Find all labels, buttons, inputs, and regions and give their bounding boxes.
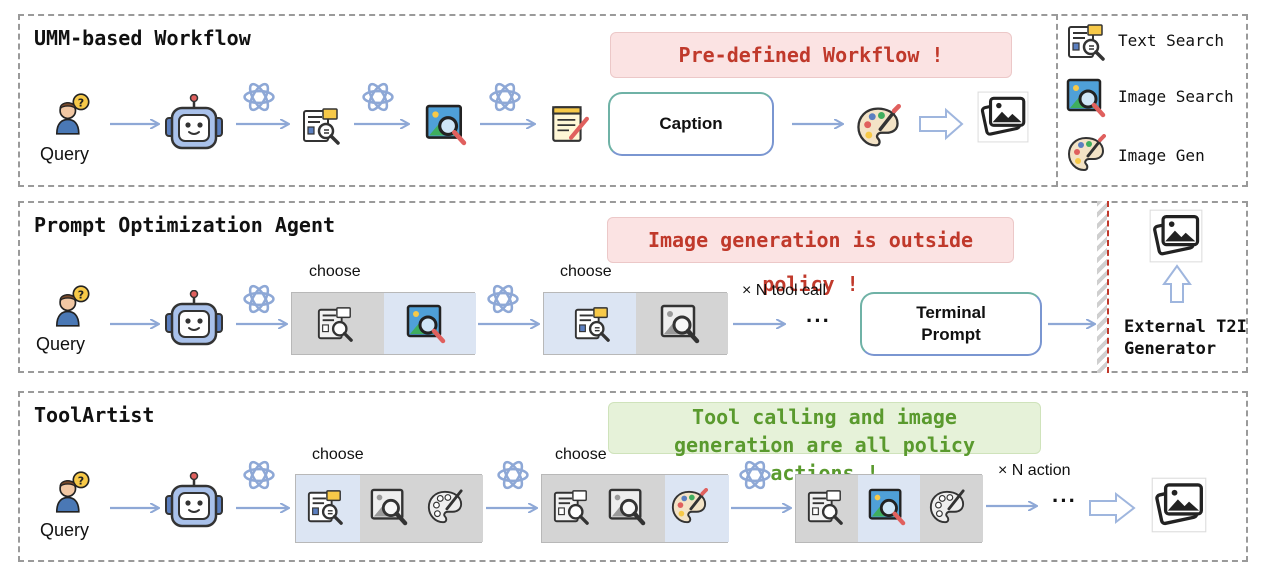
text-search-icon: [1066, 22, 1106, 62]
text-search-icon: [316, 305, 354, 343]
query-label: Query: [36, 334, 86, 354]
user-icon: [48, 284, 92, 328]
choose-label: choose: [555, 446, 607, 463]
output-image-icon: [1148, 208, 1204, 264]
output-image-icon: [1150, 476, 1208, 534]
umm-panel-title: UMM-based Workflow: [34, 26, 251, 50]
image-gen-icon: [855, 104, 901, 150]
legend-label: Text Search: [1118, 31, 1224, 50]
text-search-icon: [552, 488, 590, 526]
umm-banner: Pre-defined Workflow !: [610, 32, 1012, 78]
poa-banner: Image generation is outside policy !: [607, 217, 1014, 296]
choose-label: choose: [309, 263, 361, 280]
reasoning-atom-icon: [361, 80, 395, 114]
legend-box: [1056, 14, 1248, 187]
image-search-icon: [425, 104, 467, 146]
legend-label: Image Search: [1118, 87, 1234, 106]
text-search-icon: [306, 488, 344, 526]
choose-label: choose: [560, 263, 612, 280]
prompt-optimization-panel: [18, 201, 1248, 373]
query-label: Query: [40, 520, 90, 540]
ellipsis: ···: [806, 308, 831, 333]
reasoning-atom-icon: [242, 282, 276, 316]
reasoning-atom-icon: [242, 458, 276, 492]
robot-icon: [162, 472, 226, 532]
reasoning-atom-icon: [488, 80, 522, 114]
text-search-icon: [806, 488, 844, 526]
image-gen-icon: [426, 488, 464, 526]
image-search-icon: [868, 488, 906, 526]
reasoning-atom-icon: [496, 458, 530, 492]
reasoning-atom-icon: [738, 458, 772, 492]
notepad-icon: [548, 100, 590, 146]
image-search-icon: [406, 304, 446, 344]
choose-label: choose: [312, 446, 364, 463]
query-label: Query: [40, 144, 90, 164]
image-gen-icon: [928, 488, 966, 526]
toolartist-banner: Tool calling and image generation are al…: [608, 402, 1041, 485]
text-search-icon: [301, 106, 341, 146]
image-search-icon: [1066, 78, 1106, 118]
umm-workflow-panel: [18, 14, 1248, 187]
image-gen-icon: [1066, 134, 1106, 174]
repeat-label: × N action: [998, 462, 1071, 479]
image-search-icon: [370, 488, 408, 526]
image-search-icon: [608, 488, 646, 526]
robot-icon: [162, 94, 226, 154]
toolartist-panel-title: ToolArtist: [34, 403, 155, 427]
user-icon: [48, 470, 92, 514]
reasoning-atom-icon: [486, 282, 520, 316]
terminal-prompt-box: Terminal Prompt: [860, 292, 1042, 356]
caption-box: Caption: [608, 92, 774, 156]
toolartist-panel: [18, 391, 1248, 562]
legend-label: Image Gen: [1118, 146, 1205, 165]
text-search-icon: [573, 305, 611, 343]
repeat-label: × N tool call: [742, 282, 827, 299]
image-gen-icon: [670, 488, 708, 526]
policy-boundary-line: [1107, 201, 1109, 373]
ellipsis: ···: [1052, 488, 1077, 513]
image-search-icon: [660, 304, 700, 344]
external-generator-label: External T2I Generator: [1124, 317, 1247, 359]
output-image-icon: [976, 90, 1030, 144]
policy-boundary: [1097, 201, 1107, 373]
reasoning-atom-icon: [242, 80, 276, 114]
user-icon: [48, 92, 92, 136]
robot-icon: [162, 290, 226, 350]
poa-panel-title: Prompt Optimization Agent: [34, 213, 336, 237]
